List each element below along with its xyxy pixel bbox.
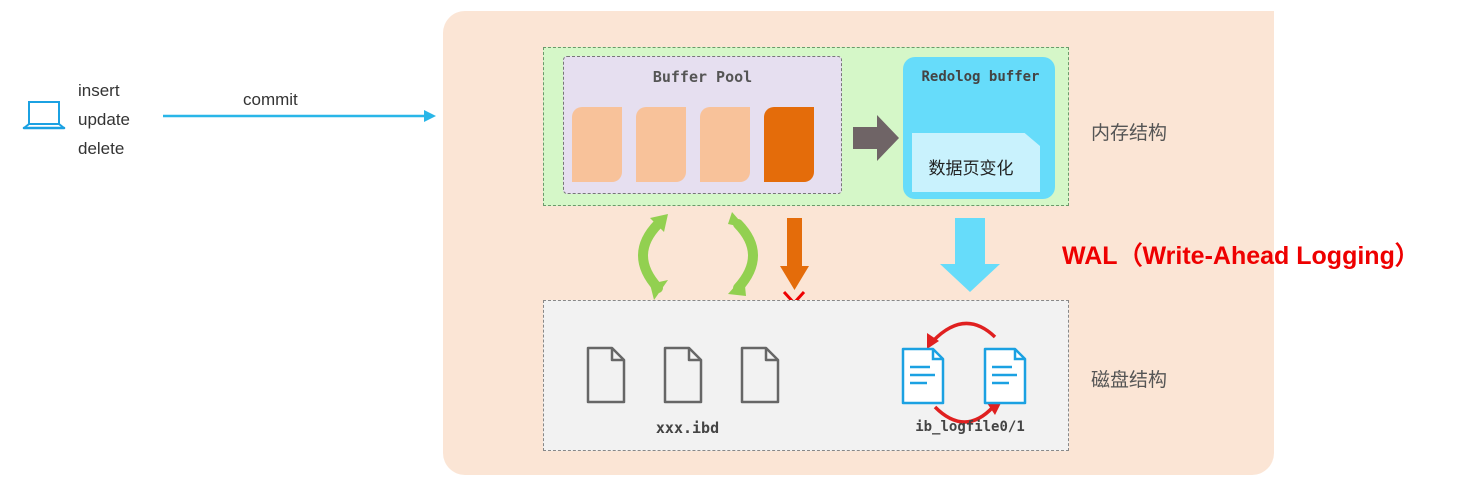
buffer-page — [636, 107, 686, 182]
buffer-pool-title: Buffer Pool — [652, 68, 753, 86]
log-file-icon — [983, 347, 1027, 405]
wal-label: WAL（Write-Ahead Logging） — [1062, 242, 1420, 270]
sql-operations: insert update delete — [78, 76, 130, 163]
log-file-label: ib_logfile0/1 — [915, 419, 1025, 435]
file-icon — [740, 346, 780, 404]
redolog-flush-arrow — [940, 218, 1000, 292]
data-file-label: xxx.ibd — [655, 419, 720, 437]
commit-label: commit — [243, 90, 298, 109]
buffer-page — [700, 107, 750, 182]
disk-structure-label: 磁盘结构 — [1091, 369, 1168, 391]
log-file-icon — [901, 347, 945, 405]
laptop-icon — [22, 101, 66, 130]
op-delete: delete — [78, 139, 125, 158]
op-insert: insert — [78, 81, 120, 100]
dirty-buffer-page — [764, 107, 814, 182]
log-cycle-icon — [927, 321, 1001, 424]
commit-arrow — [163, 110, 436, 122]
memory-structure-label: 内存结构 — [1091, 122, 1168, 144]
buffer-page — [572, 107, 622, 182]
redolog-buffer-title: Redolog buffer — [921, 69, 1040, 85]
grey-arrow-icon — [853, 115, 899, 161]
direct-flush-arrow — [780, 218, 809, 290]
sync-cycle-icon — [638, 212, 758, 300]
flow-arrows — [638, 212, 1000, 316]
file-icon — [586, 346, 626, 404]
redo-log-files — [901, 321, 1027, 424]
redolog-entry-card — [912, 133, 1040, 192]
op-update: update — [78, 110, 130, 129]
redolog-entry-text: 数据页变化 — [928, 159, 1014, 179]
file-icon — [663, 346, 703, 404]
